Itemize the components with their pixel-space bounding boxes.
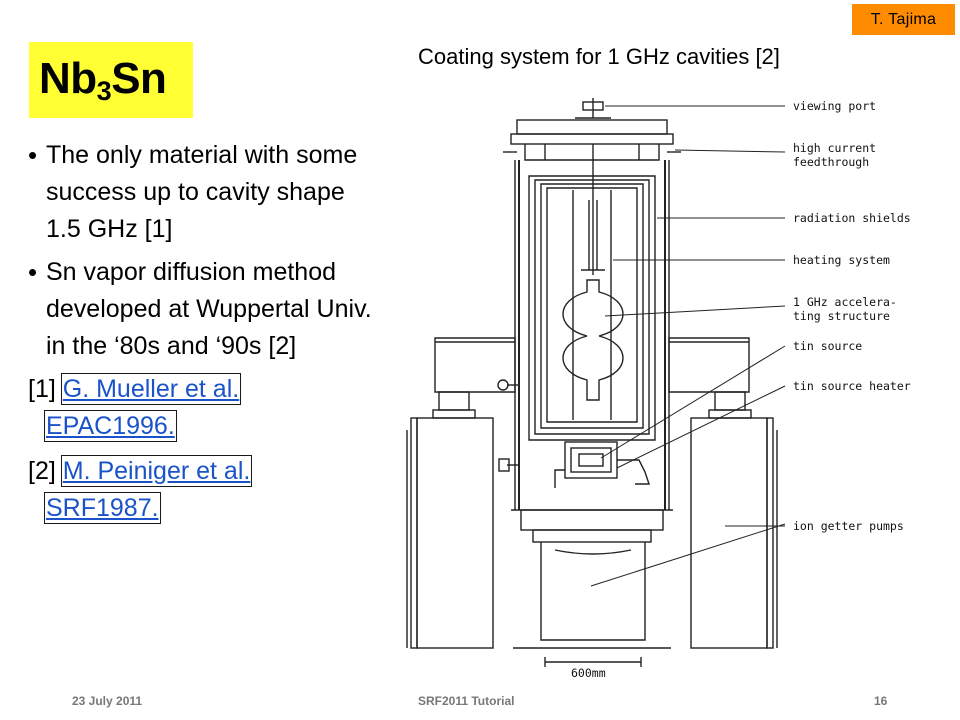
title-rest: Sn: [111, 53, 167, 103]
figure-title: Coating system for 1 GHz cavities [2]: [418, 44, 780, 69]
label-accelerating-structure-2: ting structure: [793, 309, 890, 323]
left-pump-arm-shape: [432, 337, 516, 419]
diagram-labels: viewing port high current feedthrough ra…: [571, 99, 911, 680]
label-heating-system: heating system: [793, 253, 890, 267]
title-subscript: 3: [96, 75, 112, 106]
cavity-structure-shape: [562, 279, 624, 401]
bullet-item: Sn vapor diffusion method developed at W…: [28, 254, 378, 365]
side-ports-shape: [497, 379, 519, 472]
label-scale: 600mm: [571, 666, 606, 680]
label-tin-source: tin source: [793, 339, 862, 353]
reference-link[interactable]: G. Mueller et al.: [60, 373, 242, 405]
reference-item: [1] G. Mueller et al. EPAC1996.: [28, 371, 378, 445]
label-radiation-shields: radiation shields: [793, 211, 911, 225]
label-viewing-port: viewing port: [793, 99, 876, 113]
reference-link[interactable]: EPAC1996.: [44, 410, 177, 442]
label-accelerating-structure-1: 1 GHz accelera-: [793, 295, 897, 309]
bullet-item: The only material with some success up t…: [28, 137, 378, 248]
text-column: The only material with some success up t…: [28, 137, 378, 535]
footer-page-number: 16: [874, 694, 888, 708]
reference-link[interactable]: M. Peiniger et al.: [60, 455, 253, 487]
reference-number: [2]: [28, 457, 56, 485]
base-support-shape: [513, 509, 671, 649]
author-tag: T. Tajima: [852, 4, 955, 35]
top-flange-shape: [503, 119, 681, 161]
viewing-port-shape: [575, 98, 611, 119]
coating-system-diagram: viewing port high current feedthrough ra…: [406, 98, 911, 680]
title-box: Nb3Sn: [29, 42, 193, 118]
reference-link[interactable]: SRF1987.: [44, 492, 161, 524]
label-feedthrough: feedthrough: [793, 155, 869, 169]
slide-title: Nb3Sn: [39, 53, 167, 107]
footer-event: SRF2011 Tutorial: [418, 694, 515, 708]
title-main: Nb: [39, 53, 97, 103]
right-pump-arm-shape: [668, 337, 752, 419]
footer-date: 23 July 2011: [72, 694, 143, 708]
radiation-shields-shape: [528, 175, 656, 441]
label-leader-lines: [590, 105, 786, 587]
label-ion-getter-pumps: ion getter pumps: [793, 519, 904, 533]
label-high-current: high current: [793, 141, 876, 155]
tin-source-shape: [554, 441, 650, 488]
heating-system-shape: [572, 144, 612, 420]
ion-getter-pumps-shape: [406, 417, 778, 649]
label-tin-source-heater: tin source heater: [793, 379, 911, 393]
scale-bar-shape: [544, 657, 642, 667]
reference-number: [1]: [28, 375, 56, 403]
reference-item: [2] M. Peiniger et al. SRF1987.: [28, 453, 378, 527]
